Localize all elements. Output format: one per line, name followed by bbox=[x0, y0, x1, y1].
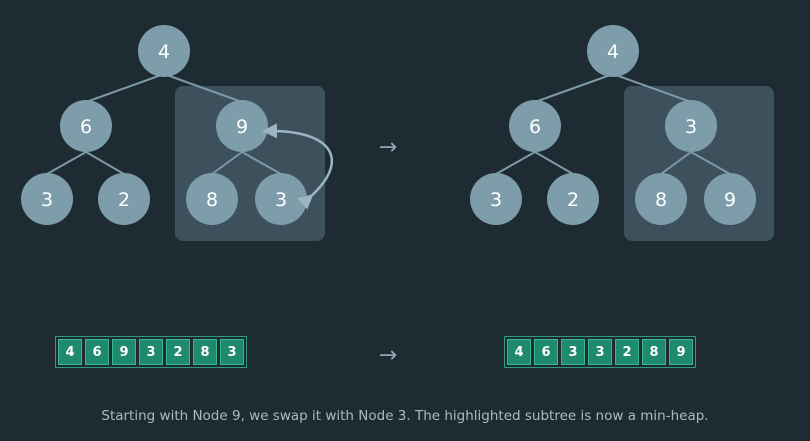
node-label: 6 bbox=[529, 116, 541, 138]
array-cell: 9 bbox=[669, 339, 693, 365]
edge bbox=[85, 73, 165, 103]
node-left-right bbox=[98, 173, 150, 225]
edge bbox=[534, 151, 574, 175]
node-right-left bbox=[635, 173, 687, 225]
edge bbox=[46, 151, 87, 175]
node-label: 8 bbox=[206, 189, 218, 211]
array-before: 4 6 9 3 2 8 3 bbox=[55, 336, 247, 368]
edge bbox=[495, 151, 536, 175]
node-label: 4 bbox=[607, 41, 619, 63]
array-cell: 6 bbox=[534, 339, 558, 365]
node-right bbox=[216, 100, 268, 152]
node-label: 2 bbox=[118, 189, 130, 211]
node-label: 3 bbox=[275, 189, 287, 211]
array-cell: 2 bbox=[615, 339, 639, 365]
array-cell: 3 bbox=[220, 339, 244, 365]
array-cell: 3 bbox=[588, 339, 612, 365]
node-root bbox=[587, 25, 639, 77]
array-cell: 4 bbox=[507, 339, 531, 365]
array-cell: 9 bbox=[112, 339, 136, 365]
edge bbox=[211, 151, 243, 175]
node-label: 4 bbox=[158, 41, 170, 63]
node-label: 3 bbox=[685, 116, 697, 138]
node-label: 2 bbox=[567, 189, 579, 211]
edge bbox=[85, 151, 125, 175]
edge bbox=[534, 73, 614, 103]
swap-arrow bbox=[262, 123, 333, 210]
array-cell: 4 bbox=[58, 339, 82, 365]
node-left bbox=[60, 100, 112, 152]
array-cell: 8 bbox=[193, 339, 217, 365]
array-cell: 2 bbox=[166, 339, 190, 365]
node-left-left bbox=[470, 173, 522, 225]
edge bbox=[690, 151, 731, 175]
array-after: 4 6 3 3 2 8 9 bbox=[504, 336, 696, 368]
transition-arrow-bottom: → bbox=[379, 343, 397, 368]
node-left bbox=[509, 100, 561, 152]
node-label: 8 bbox=[655, 189, 667, 211]
edge bbox=[163, 73, 243, 103]
caption: Starting with Node 9, we swap it with No… bbox=[101, 408, 709, 424]
tree-after: 4 6 3 3 2 8 9 bbox=[470, 25, 774, 241]
node-label: 3 bbox=[490, 189, 502, 211]
node-right-left bbox=[186, 173, 238, 225]
array-cell: 3 bbox=[561, 339, 585, 365]
transition-arrow-top: → bbox=[379, 135, 397, 160]
node-label: 3 bbox=[41, 189, 53, 211]
edge bbox=[660, 151, 692, 175]
node-left-left bbox=[21, 173, 73, 225]
node-label: 6 bbox=[80, 116, 92, 138]
node-right-right bbox=[704, 173, 756, 225]
node-root bbox=[138, 25, 190, 77]
tree-before: 4 6 9 3 2 8 3 bbox=[21, 25, 333, 241]
array-cell: 3 bbox=[139, 339, 163, 365]
node-label: 9 bbox=[236, 116, 248, 138]
node-label: 9 bbox=[724, 189, 736, 211]
array-cell: 6 bbox=[85, 339, 109, 365]
edge bbox=[612, 73, 692, 103]
array-cell: 8 bbox=[642, 339, 666, 365]
node-right bbox=[665, 100, 717, 152]
node-left-right bbox=[547, 173, 599, 225]
